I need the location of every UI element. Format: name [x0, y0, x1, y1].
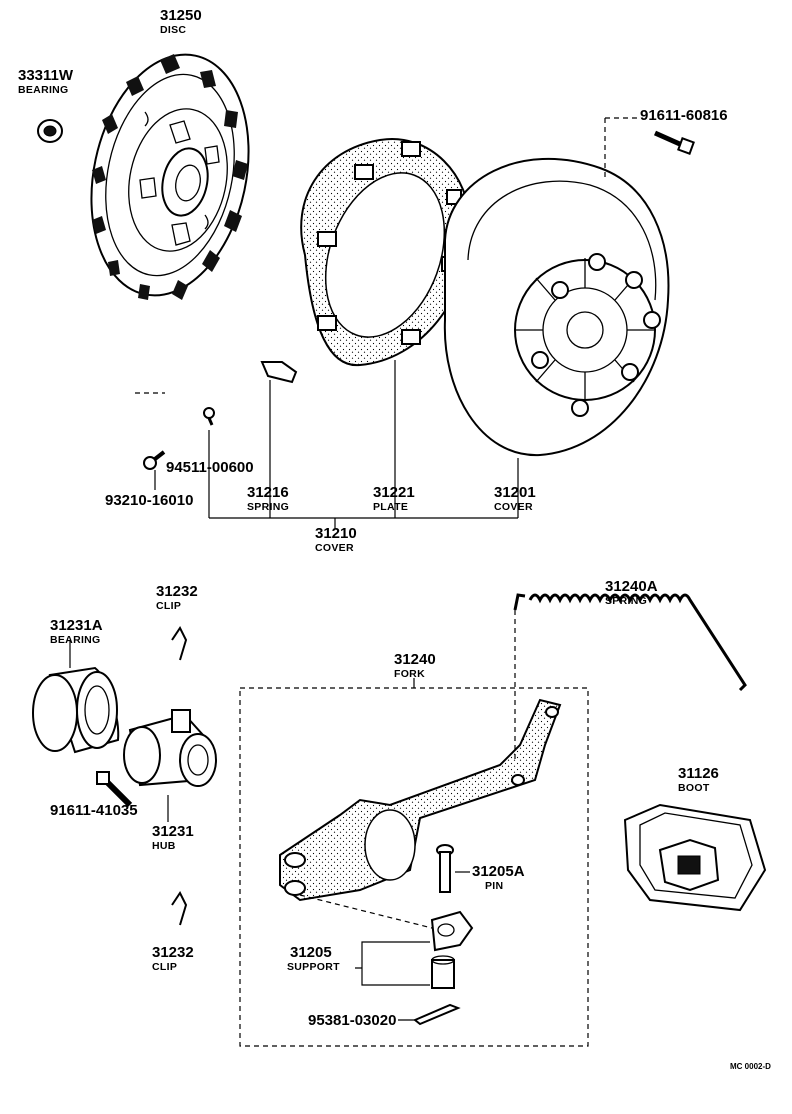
- pilot-bearing: [37, 119, 63, 143]
- part-number-31240: 31240: [394, 651, 436, 668]
- part-number-31201: 31201: [494, 484, 536, 501]
- figure-code: MC 0002-D: [730, 1062, 771, 1071]
- part-number-31205a: 31205A: [472, 863, 525, 880]
- part-name-support: SUPPORT: [287, 961, 340, 973]
- spring-strap: [260, 361, 298, 384]
- clip-top: [171, 626, 188, 661]
- part-number-31232-bottom: 31232: [152, 944, 194, 961]
- part-number-31221: 31221: [373, 484, 415, 501]
- bolt-93210-16010: [143, 450, 166, 470]
- part-number-31205: 31205: [290, 944, 332, 961]
- part-number-31231: 31231: [152, 823, 194, 840]
- cotter-pin: [413, 1003, 461, 1026]
- labels: 31250 DISC 33311W BEARING 91611-60816 94…: [18, 7, 771, 1071]
- part-number-31210: 31210: [315, 525, 357, 542]
- clutch-cover: [443, 117, 670, 457]
- screw-94511-00600: [203, 407, 215, 426]
- clip-bottom: [171, 891, 188, 926]
- part-name-bearing-33311w: BEARING: [18, 84, 69, 96]
- part-name-clip-top: CLIP: [156, 600, 181, 612]
- part-number-31216: 31216: [247, 484, 289, 501]
- fork-boot: [623, 803, 767, 912]
- bolt-91611-41035: [96, 771, 133, 808]
- part-name-bearing-31231a: BEARING: [50, 634, 101, 646]
- part-name-boot: BOOT: [678, 782, 710, 794]
- part-number-31240a: 31240A: [605, 578, 658, 595]
- support-31205: [430, 910, 474, 989]
- part-number-95381-03020: 95381-03020: [308, 1012, 396, 1029]
- part-number-31126: 31126: [678, 765, 719, 782]
- return-spring: [513, 593, 747, 692]
- part-number-91611-60816: 91611-60816: [640, 107, 728, 124]
- leaders-top: [154, 360, 519, 528]
- part-name-disc: DISC: [160, 24, 186, 36]
- part-number-31232-top: 31232: [156, 583, 198, 600]
- part-name-spring-31216: SPRING: [247, 501, 289, 513]
- part-name-pin: PIN: [485, 880, 503, 892]
- part-number-31250: 31250: [160, 7, 202, 24]
- part-number-91611-41035: 91611-41035: [50, 802, 138, 819]
- part-name-clip-bottom: CLIP: [152, 961, 177, 973]
- pin-31205a: [436, 844, 454, 893]
- part-name-spring-31240a: SPRING: [605, 595, 647, 607]
- part-number-33311w: 33311W: [18, 67, 74, 84]
- part-name-cover-31210: COVER: [315, 542, 354, 554]
- pressure-plate: [300, 138, 472, 367]
- bolt-91611-60816: [653, 130, 695, 155]
- part-name-plate: PLATE: [373, 501, 408, 513]
- part-name-fork: FORK: [394, 668, 425, 680]
- release-hub: [123, 709, 217, 787]
- part-number-93210-16010: 93210-16010: [105, 492, 193, 509]
- clutch-disc: [90, 53, 250, 300]
- part-name-cover-31201: COVER: [494, 501, 533, 513]
- release-bearing: [32, 666, 120, 754]
- part-number-31231a: 31231A: [50, 617, 103, 634]
- part-number-94511-00600: 94511-00600: [166, 459, 254, 476]
- release-fork: [279, 698, 562, 902]
- part-name-hub: HUB: [152, 840, 176, 852]
